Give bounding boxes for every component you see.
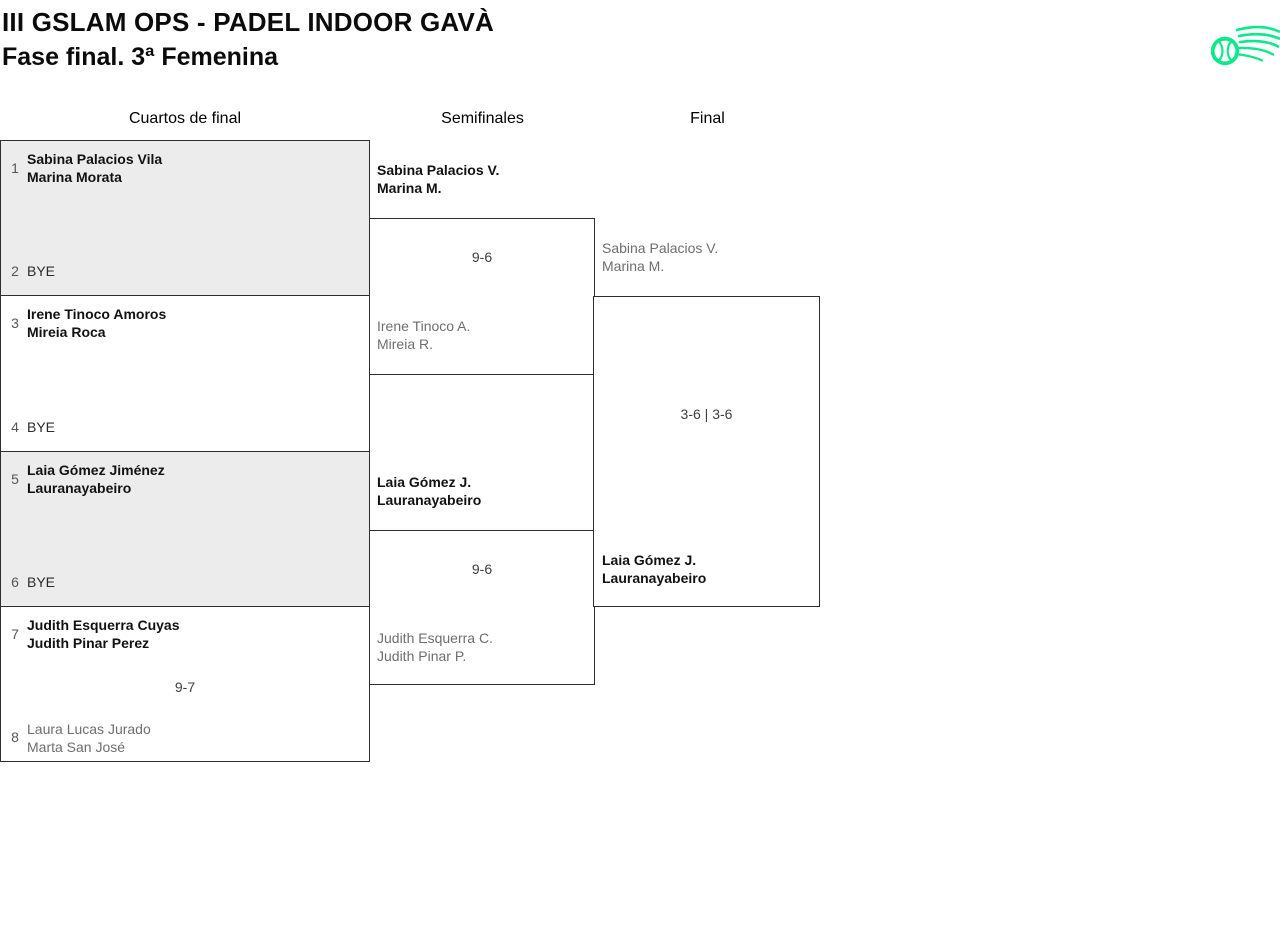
- sf-match-2: 9-6: [369, 530, 595, 685]
- seed-number: 4: [11, 418, 19, 435]
- round-header-semifinals: Semifinales: [441, 110, 524, 127]
- player-name: Marina M.: [377, 180, 442, 196]
- qf-match-3: 5 Laia Gómez Jiménez Lauranayabeiro 6 BY…: [1, 451, 369, 607]
- seed-number: 3: [11, 315, 19, 332]
- player-name: Laia Gómez J.: [377, 474, 472, 490]
- player-name: Mireia Roca: [27, 324, 106, 341]
- player-name: Sabina Palacios Vila: [27, 151, 163, 167]
- match-score: 3-6 | 3-6: [680, 406, 733, 422]
- player-name: Judith Esquerra C.: [377, 630, 493, 646]
- player-name: Mireia R.: [377, 336, 434, 352]
- player-name: Sabina Palacios V.: [602, 240, 719, 256]
- seed-number: 6: [11, 573, 19, 590]
- qf-match-1: 1 Sabina Palacios Vila Marina Morata 2 B…: [1, 141, 369, 297]
- seed-number: 5: [11, 470, 19, 487]
- tournament-title: III GSLAM OPS - PADEL INDOOR GAVÀ: [2, 7, 494, 37]
- match-score: 9-6: [471, 249, 493, 265]
- round-header-final: Final: [690, 110, 725, 127]
- player-name: Judith Pinar P.: [377, 648, 467, 664]
- pair-names-top: Sabina Palacios Vila Marina Morata: [27, 150, 162, 186]
- padel-ball-swoosh-icon: [1210, 25, 1280, 66]
- player-name: Irene Tinoco Amoros: [27, 306, 167, 323]
- sf1-bottom-pair: Irene Tinoco A. Mireia R.: [377, 317, 470, 353]
- player-name: Marina M.: [602, 258, 665, 274]
- qf-match-2: 3 Irene Tinoco Amoros Mireia Roca 4 BYE: [1, 296, 369, 452]
- player-name: Sabina Palacios V.: [377, 162, 500, 178]
- player-name: Laura Lucas Jurado: [27, 721, 151, 737]
- pair-names-top: Laia Gómez Jiménez Lauranayabeiro: [27, 461, 165, 497]
- round-header-quarterfinals: Cuartos de final: [128, 110, 242, 127]
- quarterfinals-column: 1 Sabina Palacios Vila Marina Morata 2 B…: [0, 140, 370, 762]
- player-name: Judith Pinar Perez: [27, 634, 150, 651]
- club-logo: [1206, 24, 1280, 68]
- sf1-top-pair: Sabina Palacios V. Marina M.: [377, 161, 499, 197]
- seed-number: 8: [11, 729, 19, 745]
- bye-label: BYE: [27, 573, 56, 590]
- phase-subtitle: Fase final. 3ª Femenina: [2, 43, 279, 71]
- bye-label: BYE: [27, 263, 56, 280]
- sf2-top-pair: Laia Gómez J. Lauranayabeiro: [377, 473, 481, 509]
- final-match: 3-6 | 3-6: [593, 296, 820, 607]
- player-name: Lauranayabeiro: [377, 492, 482, 508]
- match-score: 9-6: [471, 561, 493, 577]
- player-name: Irene Tinoco A.: [377, 318, 471, 334]
- pair-names-bottom: Laura Lucas Jurado Marta San José: [27, 720, 151, 756]
- sf-match-1: 9-6: [369, 218, 595, 375]
- final-top-pair: Sabina Palacios V. Marina M.: [602, 239, 718, 275]
- player-name: Lauranayabeiro: [27, 479, 132, 496]
- seed-number: 1: [11, 160, 19, 176]
- pair-names-top: Irene Tinoco Amoros Mireia Roca: [27, 305, 166, 341]
- match-score: 9-7: [174, 678, 196, 695]
- pair-names-top: Judith Esquerra Cuyas Judith Pinar Perez: [27, 616, 180, 652]
- player-name: Laia Gómez Jiménez: [27, 461, 165, 478]
- player-name: Lauranayabeiro: [602, 570, 707, 586]
- seed-number: 2: [11, 263, 19, 280]
- bye-label: BYE: [27, 418, 56, 435]
- seed-number: 7: [11, 625, 19, 642]
- player-name: Laia Gómez J.: [602, 552, 697, 568]
- player-name: Judith Esquerra Cuyas: [27, 616, 180, 633]
- qf-match-4: 7 Judith Esquerra Cuyas Judith Pinar Per…: [1, 607, 369, 761]
- player-name: Marina Morata: [27, 169, 122, 185]
- sf2-bottom-pair: Judith Esquerra C. Judith Pinar P.: [377, 629, 493, 665]
- final-bottom-pair: Laia Gómez J. Lauranayabeiro: [602, 551, 706, 587]
- player-name: Marta San José: [27, 739, 126, 755]
